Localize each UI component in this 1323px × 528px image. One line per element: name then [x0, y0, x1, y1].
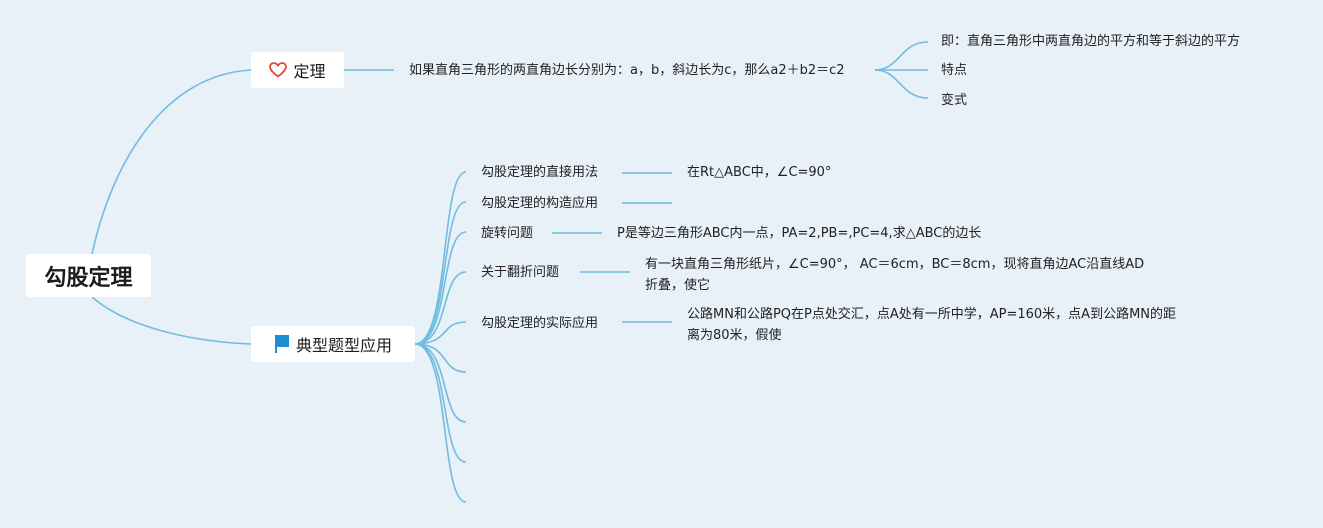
topic-applications[interactable]: 典型题型应用 — [251, 326, 415, 362]
app-item-5-label[interactable]: 勾股定理的实际应用 — [481, 316, 599, 331]
app-item-3-label[interactable]: 旋转问题 — [481, 226, 534, 241]
applications-branches — [414, 171, 467, 503]
theorem-child-1[interactable]: 即：直角三角形中两直角边的平方和等于斜边的平方 — [941, 34, 1241, 49]
topic-applications-label: 典型题型应用 — [295, 336, 392, 355]
theorem-child-2[interactable]: 特点 — [941, 63, 968, 78]
app-item-2-label[interactable]: 勾股定理的构造应用 — [481, 196, 599, 211]
app-item-4-label[interactable]: 关于翻折问题 — [481, 265, 560, 280]
heart-icon — [269, 62, 288, 78]
app-item-3-detail[interactable]: P是等边三角形ABC内一点，PA=2,PB=,PC=4,求△ABC的边长 — [617, 226, 982, 241]
root-topic-label: 勾股定理 — [44, 265, 133, 291]
app-item-5-detail[interactable]: 公路MN和公路PQ在P点处交汇，点A处有一所中学，AP=160米，点A到公路MN… — [687, 307, 1177, 343]
theorem-statement[interactable]: 如果直角三角形的两直角边长分别为：a，b，斜边长为c，那么a2＋b2＝c2 — [409, 63, 845, 78]
flag-icon — [274, 334, 290, 354]
connector-statement-child-3 — [874, 69, 929, 99]
connector-root-theorem — [91, 69, 252, 255]
app-item-1-label[interactable]: 勾股定理的直接用法 — [481, 165, 599, 180]
connector-root-applications — [91, 296, 252, 345]
theorem-child-3[interactable]: 变式 — [941, 93, 968, 108]
root-topic[interactable]: 勾股定理 — [26, 254, 151, 297]
topic-theorem-label: 定理 — [293, 62, 326, 81]
connector-statement-child-1 — [874, 41, 929, 71]
app-item-1-detail[interactable]: 在Rt△ABC中，∠C=90° — [687, 165, 832, 180]
topic-theorem[interactable]: 定理 — [251, 52, 344, 88]
app-item-4-detail[interactable]: 有一块直角三角形纸片，∠C=90°， AC＝6cm，BC＝8cm，现将直角边AC… — [645, 257, 1145, 293]
